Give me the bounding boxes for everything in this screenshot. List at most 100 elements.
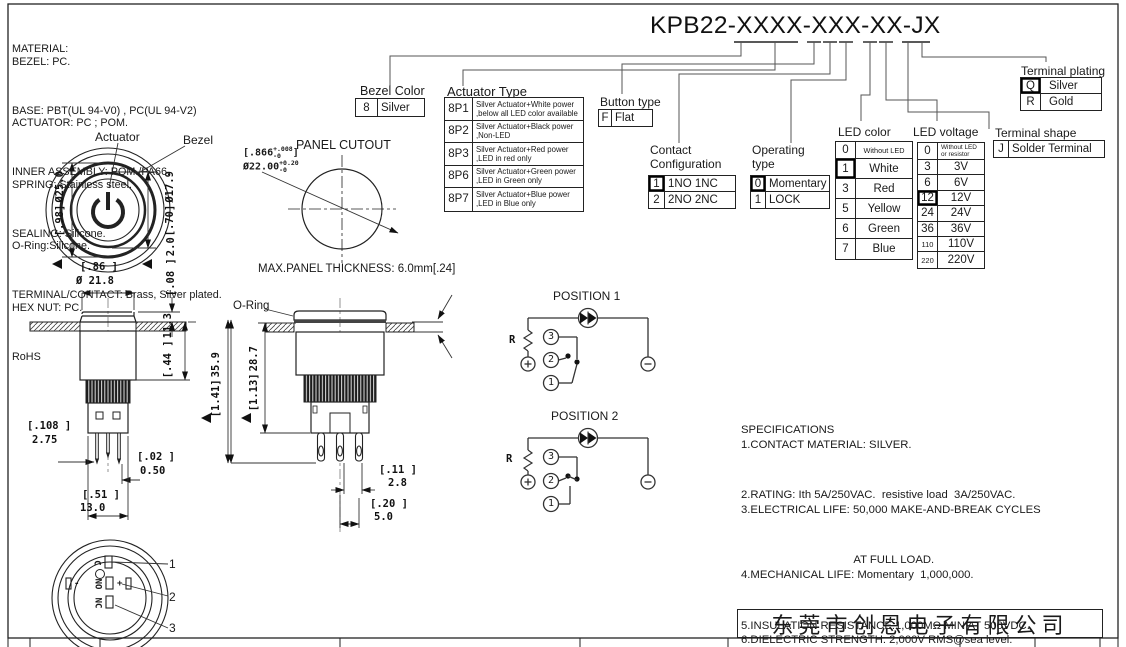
bezel-color-label: Bezel Color [360,84,425,98]
contact-value: 1NO 1NC [668,177,718,190]
dim-terminal-pitch-inch: [.20 ] [370,498,408,510]
led-voltage-value: 24V [950,207,972,220]
dim-terminal-width-inch: [.11 ] [379,464,417,476]
led-color-code: 1 [836,159,856,178]
led-voltage-code: 6 [918,175,938,190]
dim-terminal-width-mm: 2.8 [388,477,407,489]
schematic2-terminal-1: 1 [547,498,555,509]
dim-cap-height: [.08 ]2.0 [164,237,177,297]
led-voltage-code: 220 [918,252,938,268]
led-color-value: Without LED [863,145,905,155]
side-view-2-drawing [264,298,415,532]
actuator-callout: Actuator [95,130,140,144]
led-color-code: 3 [836,179,856,198]
schematic-position-2 [520,427,656,513]
actuator-code: 8P2 [445,120,473,142]
table-row: 1 LOCK [751,192,829,208]
led-voltage-value: 6V [953,176,969,189]
plating-value: Silver [1049,79,1078,92]
company-name-box: 东莞市创恩电子有限公司 [737,609,1103,638]
led-color-code: 6 [836,219,856,238]
top-view-dims [52,162,156,269]
panel-cutout-drawing [261,155,399,263]
schematic-position-1 [520,307,656,392]
led-voltage-value: 12V [950,191,972,204]
actuator-code: 8P7 [445,188,473,211]
plating-value: Gold [1049,96,1074,108]
button-type-label: Button type [600,95,661,109]
dim-pitch-mm: 13.0 [80,502,106,514]
actuator-desc: Silver Actuator+Blue power,LED in Blue o… [476,190,570,209]
actuator-code: 8P6 [445,165,473,187]
led-voltage-label: LED voltage [913,125,979,139]
drawing-frame [7,3,1119,647]
table-row: 7 Blue [836,239,912,259]
bezel-code: 8 [356,99,378,116]
terminal-plating-label: Terminal plating [1021,64,1106,78]
bottom-view-drawing [51,539,169,647]
table-row: Q Silver [1021,78,1101,94]
led-color-value: White [869,162,899,175]
terminal-shape-label: Terminal shape [995,126,1077,140]
dim-below-panel-height: [1.13]28.7 [247,346,260,412]
table-row: 0 Momentary [751,176,829,192]
resistor-label-2: R [506,453,513,465]
actuator-desc: Silver Actuator+Red power,LED in red onl… [476,144,569,163]
dim-cap-dia-mm: Ø 21.8 [76,275,114,287]
bezel-color-table: 8 Silver [355,98,425,117]
table-row: 6 Green [836,219,912,239]
dim-bezel-diameter: [.98]Ø25.0 [53,171,66,237]
cutout-dim-inch: [.866+.008-0] [243,145,299,160]
panel-cutout-title: PANEL CUTOUT [296,138,391,152]
bezel-callout: Bezel [183,133,214,147]
led-voltage-value: 110V [947,238,974,251]
table-row: 2 2NO 2NC [649,192,735,208]
table-row: 8 Silver [356,99,424,116]
part-number: KPB22-XXXX-XXX-XX-JX [650,12,941,39]
dim-pin-length-mm: 2.75 [32,434,58,446]
table-row: 8P3 Silver Actuator+Red power,LED in red… [445,143,583,166]
dim-terminal-pitch-mm: 5.0 [374,511,393,523]
actuator-desc: Silver Actuator+White power,below all LE… [476,99,578,118]
led-color-table: 0 Without LED 1 White 3 Red 5 Yellow 6 G… [835,141,913,260]
table-row: 1 White [836,159,912,179]
table-row: 8P1 Silver Actuator+White power,below al… [445,98,583,121]
led-voltage-code: 110 [918,236,938,252]
table-row: 8P6 Silver Actuator+Green power,LED in G… [445,165,583,188]
led-color-code: 7 [836,239,856,259]
terminal-mark-plus: + [117,579,123,589]
dim-pitch-inch: [.51 ] [82,489,120,501]
table-row: 1 1NO 1NC [649,176,735,192]
actuator-code: 8P1 [445,98,473,120]
top-view-drawing [45,142,186,273]
schematic1-terminal-2: 2 [547,354,555,365]
dim-body-height: [.44 ]11.3 [161,313,174,379]
led-color-code: 0 [836,142,856,158]
terminal-number-2: 2 [169,590,176,604]
led-voltage-value: 3V [953,161,969,174]
bezel-value: Silver [381,101,410,114]
actuator-code: 8P3 [445,143,473,165]
table-row: 110 110V [918,236,984,253]
operating-code: 1 [751,192,766,208]
led-voltage-value: 36V [950,222,972,235]
side-view-2-dims [228,294,453,528]
terminal-mark-nc: NC [92,597,103,609]
schematic1-terminal-3: 3 [547,331,555,342]
shape-value: Solder Terminal [1012,143,1092,155]
actuator-desc: Silver Actuator+Green power,LED in Green… [476,167,576,186]
terminal-shape-table: J Solder Terminal [993,140,1105,158]
operating-value: Momentary [769,177,827,190]
actuator-desc: Silver Actuator+Black power,Non-LED [476,122,574,141]
table-row: 3 Red [836,179,912,199]
schematic2-terminal-2: 2 [547,475,555,486]
contact-code: 1 [649,176,665,191]
operating-code: 0 [751,176,766,191]
leader-lines [389,42,1047,143]
